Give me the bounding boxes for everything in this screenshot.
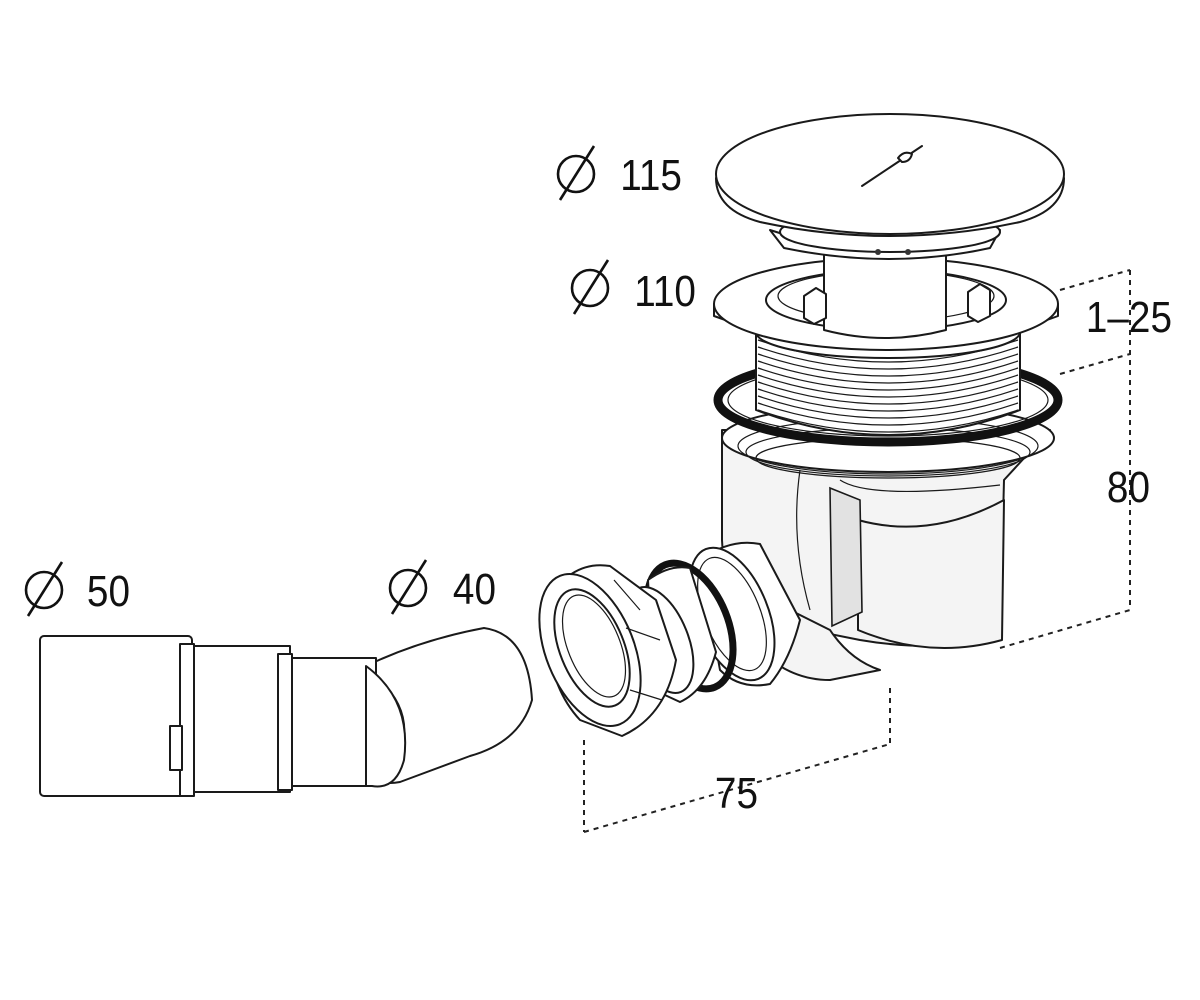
thread-line <box>757 353 1019 377</box>
diameter-symbol-icon <box>388 568 428 608</box>
outlet-diameter-40-label: 40 <box>453 564 496 614</box>
diameter-symbol-icon <box>556 154 596 194</box>
diameter-symbol-icon <box>24 570 64 610</box>
thread-line <box>757 374 1019 398</box>
diameter-symbol-icon <box>570 268 610 308</box>
dimension-label-50: 50 <box>24 561 130 617</box>
dimension-label-115: 115 <box>556 145 682 201</box>
cover-diameter-label: 115 <box>620 150 682 200</box>
reducer-adapter-pipe <box>39 627 533 797</box>
outlet-diameter-50-label: 50 <box>87 566 130 616</box>
dimension-label-110: 110 <box>570 259 696 316</box>
thread-line <box>757 395 1019 419</box>
thread-line <box>757 360 1019 384</box>
dimension-label-40: 40 <box>388 559 496 615</box>
flange-diameter-label: 110 <box>634 266 696 316</box>
thickness-range-label: 1–25 <box>1086 292 1172 342</box>
thread-line <box>757 346 1019 370</box>
thread-line <box>757 388 1019 412</box>
cover-cap <box>715 113 1065 260</box>
thread-line <box>757 402 1019 426</box>
compression-nut <box>538 564 677 737</box>
thread-line <box>757 409 1019 433</box>
height-label: 80 <box>1107 462 1150 512</box>
thread-line <box>757 367 1019 391</box>
flange-ring <box>713 249 1059 351</box>
offset-label: 75 <box>715 768 758 818</box>
dimension-lines <box>583 269 1131 833</box>
thread-line <box>757 381 1019 405</box>
